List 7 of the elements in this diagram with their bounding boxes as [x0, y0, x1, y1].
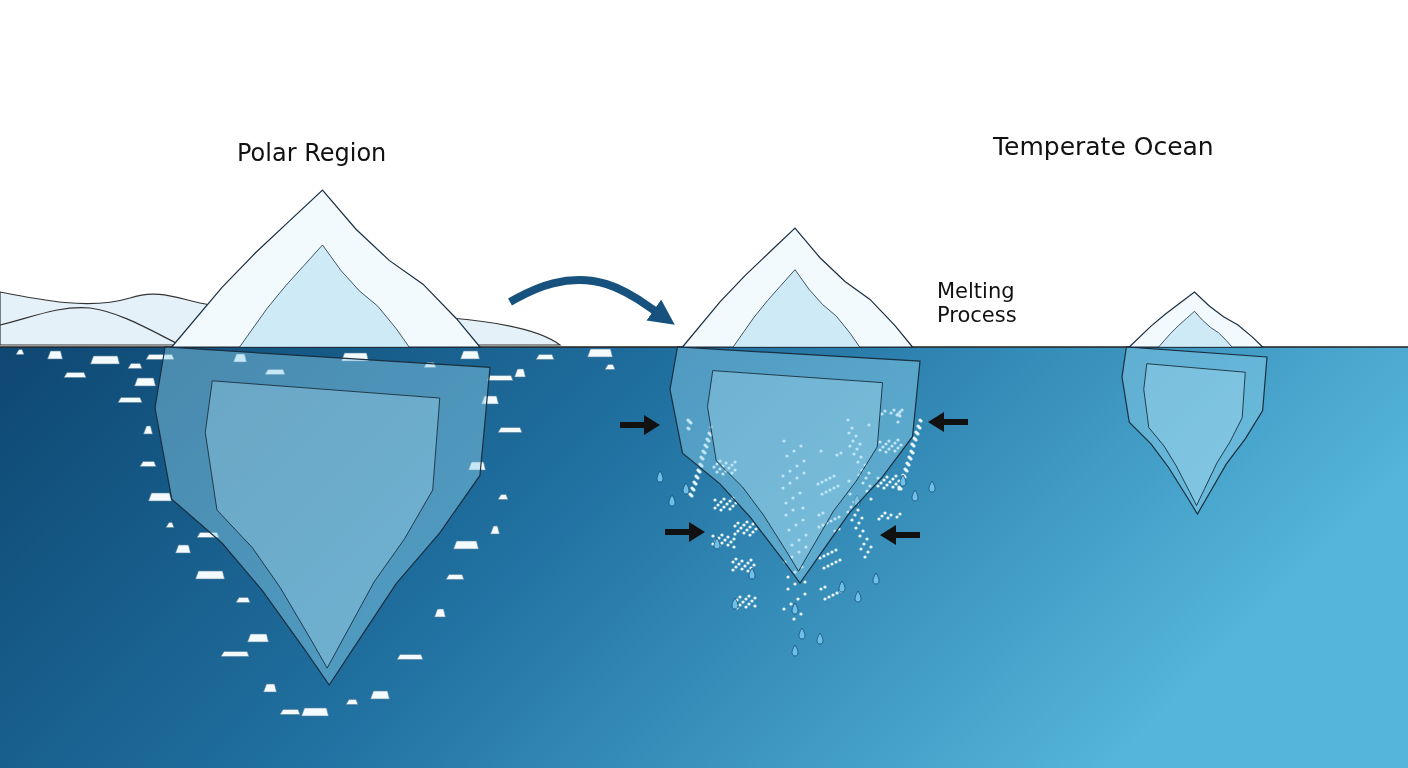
iceberg-drawing	[155, 190, 490, 685]
curved-arrow	[508, 276, 675, 325]
region-label: Polar Region	[237, 140, 387, 168]
region-label: Temperate Ocean	[993, 133, 1214, 162]
iceberg-drawing	[670, 228, 920, 583]
region-label: Melting Process	[937, 279, 1018, 328]
iceberg-drawing	[1122, 292, 1267, 514]
